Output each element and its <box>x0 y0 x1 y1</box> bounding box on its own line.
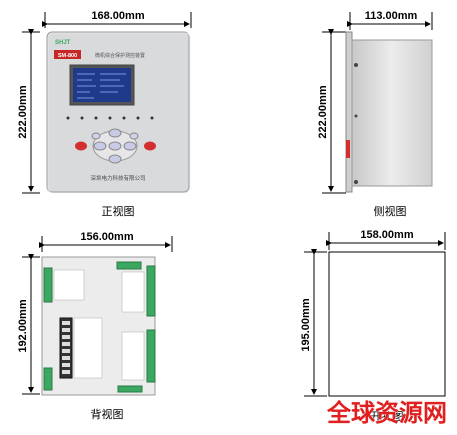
side-screw-bottom <box>354 180 358 184</box>
front-company-label: 深圳电力科技有限公司 <box>90 174 145 182</box>
front-key-esc[interactable] <box>91 132 101 140</box>
back-terminal-right-lower <box>146 329 156 383</box>
side-body <box>351 39 433 187</box>
front-red-button-left[interactable] <box>75 141 87 151</box>
watermark-text: 全球资源网 <box>326 399 447 427</box>
front-key-enter[interactable] <box>108 141 122 151</box>
side-screw-mid <box>354 114 358 118</box>
front-model-badge <box>54 50 81 59</box>
front-model-label: SM-800 <box>58 53 77 59</box>
front-lcd-content <box>77 73 126 99</box>
side-view: 113.00mm 222.00mm 侧视图 <box>317 10 433 218</box>
cutout-view: 158.00mm 195.00mm 开孔图 <box>300 229 446 423</box>
front-caption: 正视图 <box>102 204 135 218</box>
cutout-height-label: 195.00mm <box>300 298 312 351</box>
cutout-rectangle <box>328 251 446 397</box>
side-height-label: 222.00mm <box>317 85 329 138</box>
side-caption: 侧视图 <box>374 204 407 218</box>
side-screw-top <box>354 63 358 67</box>
back-terminal-top <box>116 261 142 270</box>
cutout-width-label: 158.00mm <box>360 229 413 241</box>
side-front-flange <box>345 31 353 193</box>
front-led-row <box>66 116 154 120</box>
back-view: 156.00mm 192.00mm 背视图 <box>17 231 173 421</box>
front-key-right[interactable] <box>123 141 137 151</box>
back-terminal-block-black <box>59 317 73 379</box>
front-lcd-screen <box>73 68 131 102</box>
front-width-label: 168.00mm <box>91 10 144 22</box>
back-label-strips <box>53 269 145 381</box>
back-terminal-left-upper <box>43 267 53 303</box>
front-height-label: 222.00mm <box>17 85 29 138</box>
back-terminal-left-lower <box>43 367 53 391</box>
front-key-up[interactable] <box>108 128 122 138</box>
side-red-edge <box>346 140 350 158</box>
back-height-label: 192.00mm <box>17 299 29 352</box>
front-brand-logo: SHJT <box>55 40 71 46</box>
back-terminal-screws <box>62 321 70 374</box>
front-key-fn[interactable] <box>129 132 139 140</box>
side-width-label: 113.00mm <box>365 10 418 22</box>
front-device-title: 微机综合保护测控装置 <box>95 52 145 59</box>
front-keypad <box>91 128 139 164</box>
cutout-caption: 开孔图 <box>371 410 404 423</box>
back-width-label: 156.00mm <box>80 231 133 243</box>
back-terminal-right-upper <box>146 265 156 317</box>
front-view: 168.00mm 222.00mm SHJT SM-800 微机综合保护测控装置 <box>17 10 192 218</box>
back-caption: 背视图 <box>91 407 124 421</box>
front-key-left[interactable] <box>93 141 107 151</box>
front-key-down[interactable] <box>108 154 122 164</box>
front-red-button-right[interactable] <box>144 141 156 151</box>
back-terminal-bottom <box>117 385 143 393</box>
